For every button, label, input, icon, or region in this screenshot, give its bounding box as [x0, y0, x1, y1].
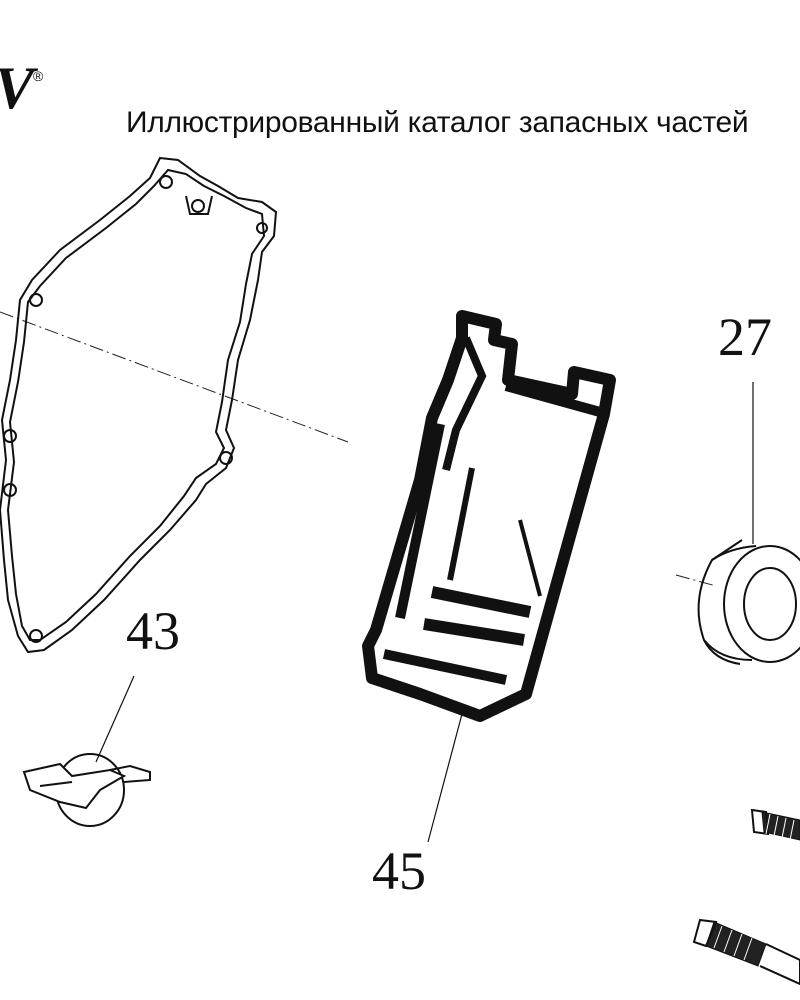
part-27-bearing	[697, 539, 800, 665]
part-45-bracket	[362, 310, 616, 722]
crankcase-gasket	[0, 156, 278, 654]
part-43-knob	[22, 753, 151, 827]
bolts	[692, 808, 800, 986]
callout-43: 43	[126, 601, 180, 661]
axis-lines	[0, 311, 717, 587]
callout-45: 45	[372, 841, 426, 901]
callout-27: 27	[718, 307, 772, 367]
leader-lines	[95, 382, 754, 843]
registered-mark: ®	[33, 68, 44, 84]
bolt-lower	[692, 918, 800, 986]
catalog-title: Иллюстрированный каталог запасных частей	[126, 106, 749, 139]
brand-logo: V	[0, 58, 34, 118]
bolt-upper	[750, 808, 800, 841]
